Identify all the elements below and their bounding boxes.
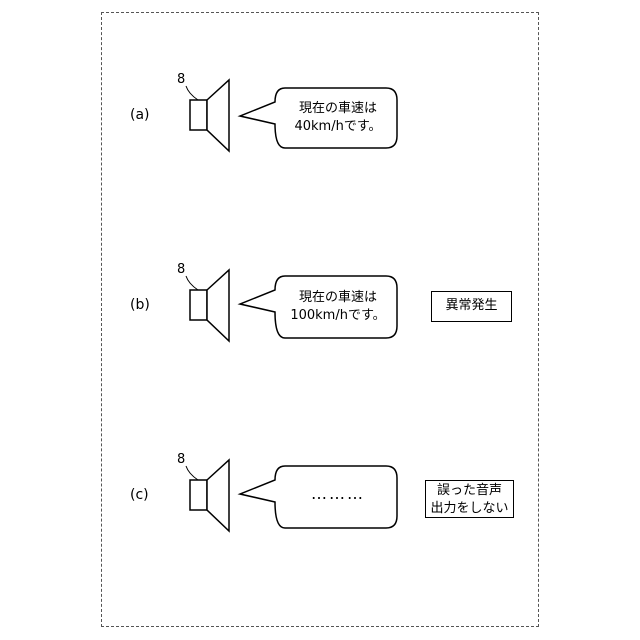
status-box: 誤った音声 出力をしない <box>425 480 514 518</box>
leader-line <box>186 86 198 100</box>
speaker-icon <box>190 100 207 130</box>
speech-text-line-1: 現在の車速は <box>278 100 398 118</box>
speech-text-line-2: 100km/hです。 <box>278 307 398 325</box>
panel-a: (a) 8 現在の車速は 40km/hです。 <box>0 70 640 180</box>
leader-line <box>186 276 198 290</box>
speaker-diagram <box>0 450 640 560</box>
speaker-icon <box>190 480 207 510</box>
speaker-cone-icon <box>207 460 229 531</box>
panel-c: (c) 8 ……… 誤った音声 出力をしない <box>0 450 640 560</box>
speaker-icon <box>190 290 207 320</box>
status-text-line-2: 出力をしない <box>426 500 513 518</box>
speech-text-line-1: 現在の車速は <box>278 289 398 307</box>
panel-b: (b) 8 現在の車速は 100km/hです。 異常発生 <box>0 260 640 370</box>
leader-line <box>186 466 198 480</box>
status-text-line-1: 異常発生 <box>432 297 511 315</box>
speech-dots: ……… <box>278 484 398 503</box>
speaker-cone-icon <box>207 80 229 151</box>
speech-text-line-2: 40km/hです。 <box>278 118 398 136</box>
status-box: 異常発生 <box>431 291 512 322</box>
status-text-line-1: 誤った音声 <box>426 482 513 500</box>
speaker-cone-icon <box>207 270 229 341</box>
